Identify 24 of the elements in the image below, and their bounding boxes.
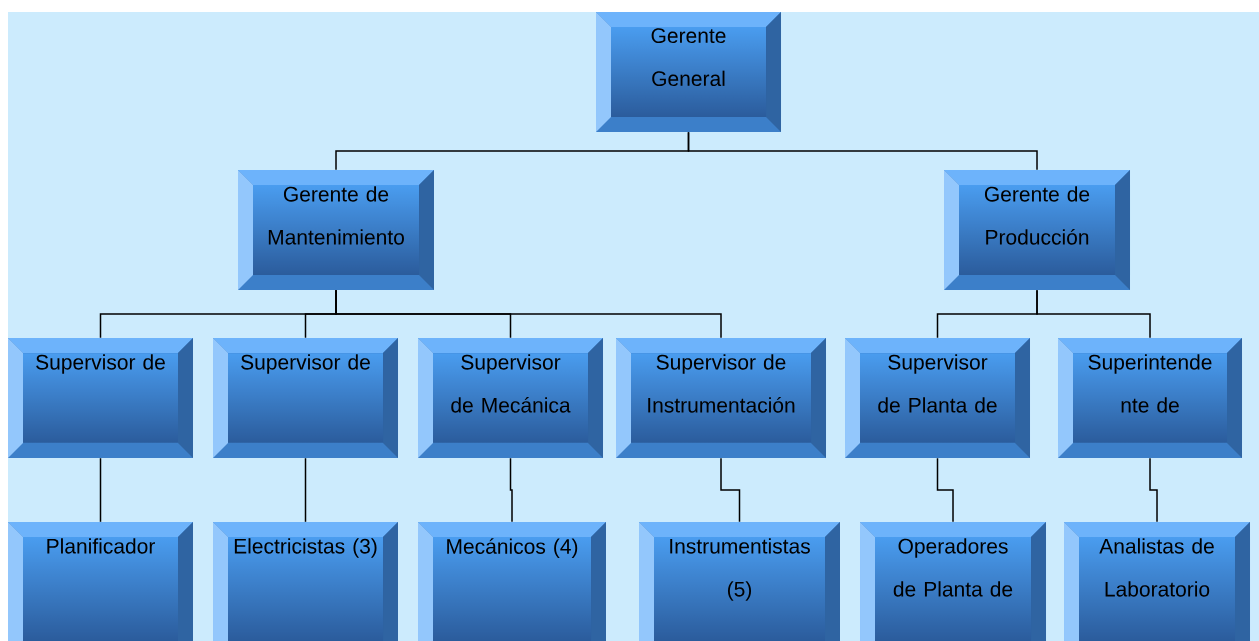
org-box: Supervisor de Mecánica (418, 338, 603, 458)
org-box: Operadores de Planta de (860, 522, 1046, 641)
org-box: Instrumentistas (5) (639, 522, 840, 641)
org-box: Gerente General (596, 12, 781, 132)
org-box: Planificador (8, 522, 193, 641)
org-box: Electricistas (3) (213, 522, 398, 641)
connector-line (720, 457, 741, 523)
connector-line (99, 457, 102, 523)
org-box: Supervisor de Planta de (845, 338, 1030, 458)
org-box: Mecánicos (4) (418, 522, 606, 641)
connector-line (1149, 457, 1158, 523)
connector-line (936, 457, 954, 523)
org-box: Superintende nte de (1058, 338, 1242, 458)
org-box: Supervisor de (213, 338, 398, 458)
connector-line (304, 457, 307, 523)
org-box: Analistas de Laboratorio (1064, 522, 1250, 641)
org-box: Gerente de Mantenimiento (238, 170, 434, 290)
connector-line (1036, 289, 1151, 339)
connector-line (335, 289, 722, 339)
connector-line (687, 131, 1038, 171)
org-box: Gerente de Producción (944, 170, 1130, 290)
org-box: Supervisor de Instrumentación (616, 338, 826, 458)
org-box: Supervisor de (8, 338, 193, 458)
connector-line (509, 457, 513, 523)
